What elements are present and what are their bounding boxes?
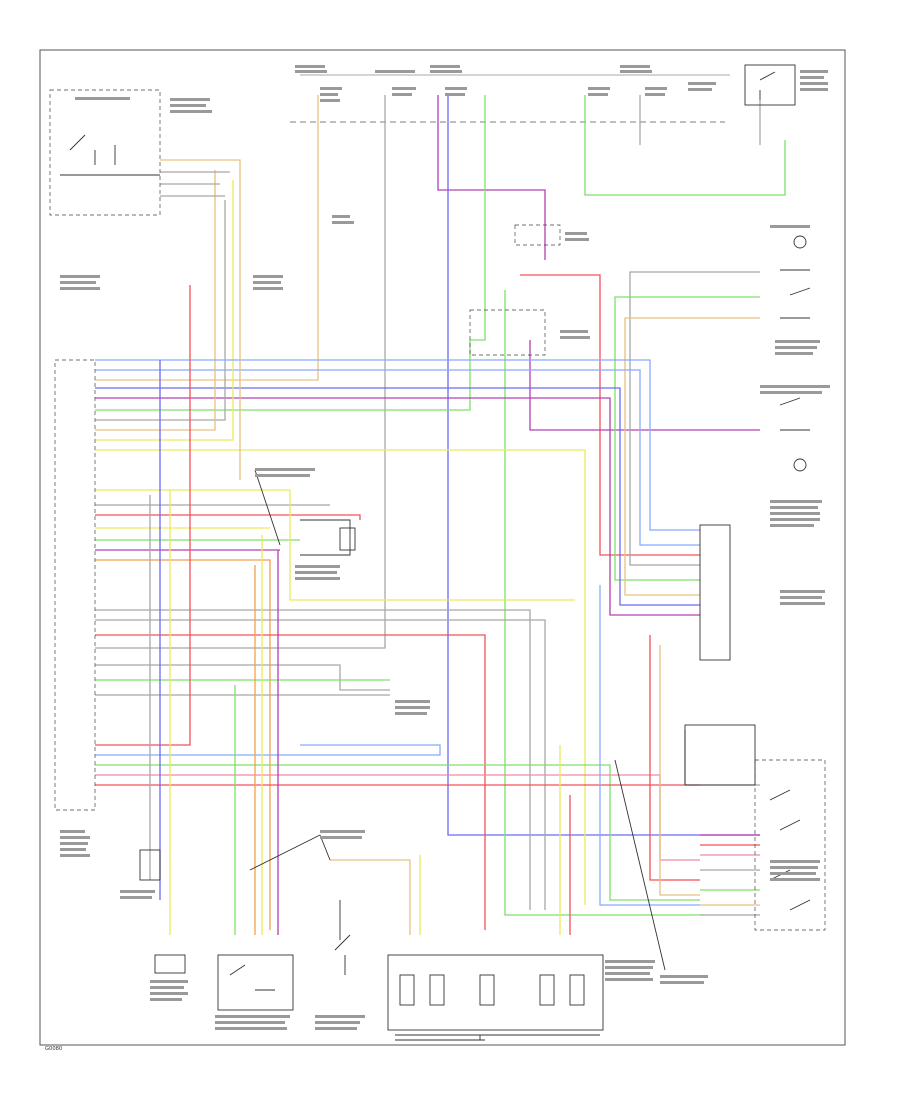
right-switch-2 [793,458,807,472]
leader-harness-3 [249,834,321,871]
top-right-switch-contact [759,71,776,100]
solenoid-group-box [387,954,604,1031]
wire-red-relay [520,274,700,556]
wire-gray-tcm-1 [95,609,531,910]
solenoid-5 [569,974,585,1006]
wire-gray-tcm-2 [95,619,546,910]
wire-gray-ecm [95,200,226,421]
components [49,64,830,1041]
wire-gray-right-1 [629,271,760,566]
wire-red-mid [95,514,361,520]
wire-tan-right-1 [624,317,760,596]
wire-green-lower [95,764,700,901]
wire-yellow-long [95,449,586,905]
footer-code: G0080 [45,1046,62,1052]
right-switch-1 [793,235,807,249]
vss-body [154,954,186,974]
lower-right-switch-box [754,759,826,931]
wire-tan-fuse [95,95,319,381]
relay-top [514,224,561,246]
wire-ltblue-top [95,359,700,531]
wire-blue-long [447,95,760,836]
wire-green-relay [504,290,705,916]
wire-ltblue-1 [95,369,700,546]
wire-yellow-ecm [95,180,234,441]
wire-yellow-tcm [95,489,575,601]
wire-green-fuse [95,95,486,411]
right-connector [699,524,731,661]
wire-gray-right-lower [684,730,760,786]
diagram-frame [39,49,846,1046]
wire-tan-tsw [160,159,241,480]
wire-ltblue-sw [599,585,700,906]
top-right-switch-box [744,64,796,106]
wire-tan-sw-2 [659,645,700,896]
mid-resistor [339,527,356,551]
vss-coil [139,849,161,881]
lower-right-subbox [684,724,756,786]
wire-gray-dlc [95,664,390,691]
range-switch-box [217,954,294,1011]
ecm-connector-strip [54,359,96,811]
wire-orange-mid [95,559,271,930]
lower-right-contacts [769,789,811,911]
wire-green-top-right [584,95,786,196]
wire-pink-lower [95,774,700,861]
solenoid-4 [539,974,555,1006]
relay-main [469,309,546,356]
wire-group [95,74,786,935]
right-switches [780,269,811,319]
leader-harness-1 [254,469,281,546]
cruise-leader [319,834,331,861]
wire-tan-ecm [95,170,216,431]
solenoid-1 [399,974,415,1006]
wire-red-sensor [95,285,191,746]
solenoid-2 [429,974,445,1006]
wire-gray-fuse [95,95,386,649]
wire-violet-2 [95,397,700,616]
overdrive-switch-box [49,89,161,216]
illegible-labels [60,65,830,1030]
wire-violet-relay [529,340,760,431]
wire-ltblue-lower [95,744,441,756]
switch-contacts [60,134,160,176]
right-switches-2 [779,397,810,431]
range-switch-contacts [229,964,275,991]
wire-blue-2 [95,387,700,606]
wire-green-right-1 [614,296,760,581]
solenoid-ground [395,1034,600,1041]
cruise-switch [334,900,351,975]
wire-violet-fuse [437,95,546,260]
wire-red-sw-2 [649,635,700,881]
wire-tan-cruise [330,859,411,935]
mid-resistor-loop [300,519,351,556]
wire-red-tcm [95,634,486,930]
solenoid-3 [479,974,495,1006]
leader-harness-2 [614,759,666,971]
